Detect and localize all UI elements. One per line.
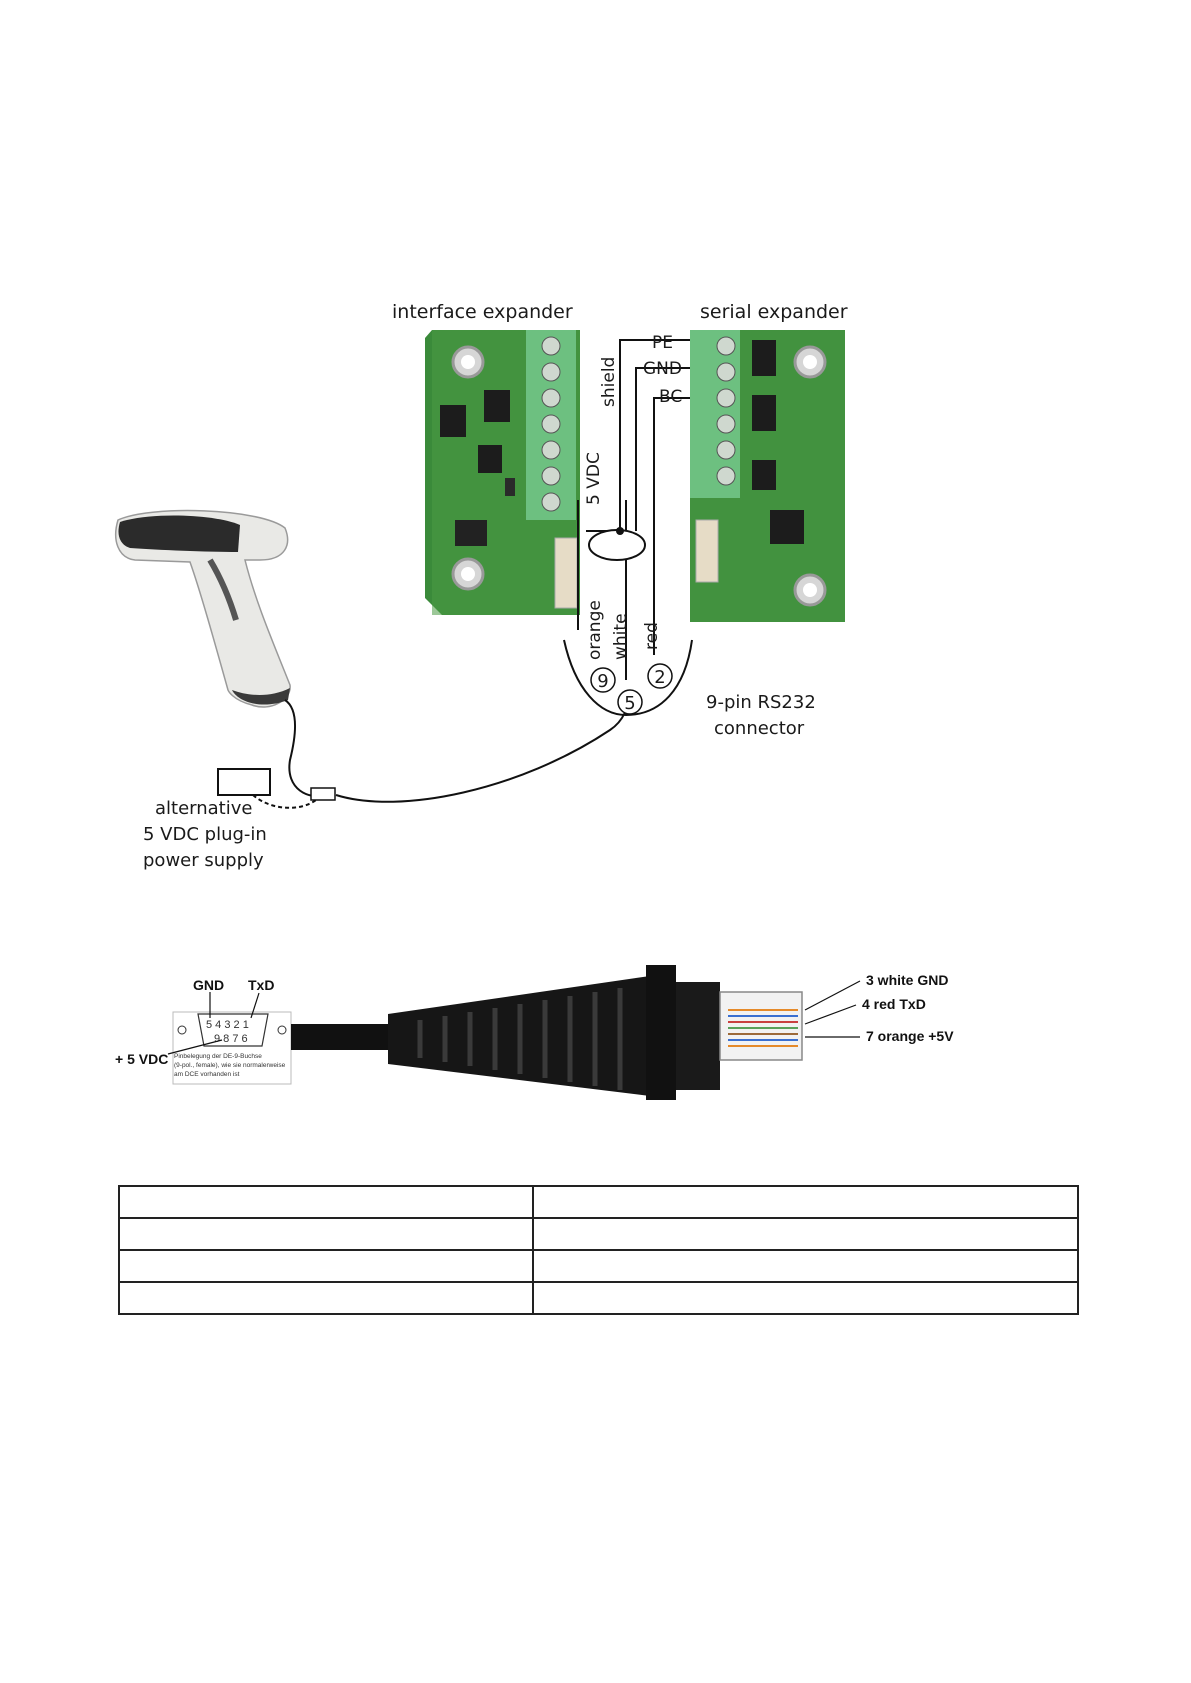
power-supply-label-line2: 5 VDC plug-in (143, 824, 267, 845)
shield-junction (616, 527, 624, 535)
table-cell (532, 1185, 1079, 1219)
de9-label-arrows (167, 992, 260, 1055)
cable-splitter (310, 787, 336, 801)
terminal-label-pe: PE (652, 333, 673, 353)
de9-pin-row-bottom: 9 8 7 6 (214, 1033, 248, 1045)
de9-connector-card: 5 4 3 2 1 9 8 7 6 Pinbelegung der DE-9-B… (172, 1011, 292, 1085)
gnd-label: GND (193, 977, 224, 993)
terminal-label-bc: BC (659, 387, 682, 407)
rj45-label-3: 3 white GND (866, 972, 948, 988)
table-row (118, 1249, 1079, 1283)
pin-circle (617, 689, 643, 715)
terminal-label-gnd: GND (643, 359, 682, 379)
vdc-label: 5 VDC (584, 452, 604, 505)
de9-caption-line3: am DCE vorhanden ist (174, 1071, 240, 1078)
interface-expander-board (425, 330, 580, 615)
serial-expander-label: serial expander (700, 301, 848, 323)
rj45-pointer-lines (804, 980, 861, 1038)
plus-5vdc-label: + 5 VDC (115, 1051, 168, 1067)
rj45-cable (291, 965, 803, 1100)
pin-circle (590, 667, 616, 693)
rj45-label-7: 7 orange +5V (866, 1028, 954, 1044)
wire-label-red: red (642, 622, 662, 650)
de9-caption-line2: (9-pol., female), wie sie normalerweise (174, 1062, 286, 1069)
table-cell (118, 1249, 534, 1283)
wire-label-white: white (611, 613, 631, 660)
wiring-diagram: 9 5 2 interface expander serial expander… (114, 301, 848, 871)
power-supply-label-line1: alternative (155, 798, 252, 819)
connector-label-line2: connector (714, 718, 805, 739)
power-supply-box (217, 768, 271, 796)
rj45-label-4: 4 red TxD (862, 996, 926, 1012)
pin-number-9: 9 (597, 671, 608, 692)
connector-label-line1: 9-pin RS232 (706, 692, 816, 713)
pin-circle (647, 663, 673, 689)
pin-table (118, 1185, 1079, 1315)
pin-number-5: 5 (624, 693, 635, 714)
barcode-scanner (114, 509, 291, 708)
interface-expander-label: interface expander (392, 301, 573, 323)
table-cell (532, 1281, 1079, 1315)
power-supply-label-line3: power supply (143, 850, 264, 871)
table-cell (118, 1281, 534, 1315)
txd-label: TxD (248, 977, 274, 993)
de9-pin-row-top: 5 4 3 2 1 (206, 1019, 249, 1031)
de9-caption-line1: Pinbelegung der DE-9-Buchse (174, 1053, 262, 1060)
table-row (118, 1281, 1079, 1315)
table-cell (118, 1217, 534, 1251)
wire-label-orange: orange (585, 600, 605, 660)
table-cell (118, 1185, 534, 1219)
cable-diagram: 5 4 3 2 1 9 8 7 6 Pinbelegung der DE-9-B… (115, 965, 954, 1100)
shield-label: shield (599, 357, 619, 407)
serial-expander-board (690, 330, 845, 622)
table-cell (532, 1249, 1079, 1283)
table-row (118, 1185, 1079, 1219)
pin-number-2: 2 (654, 667, 665, 688)
table-row (118, 1217, 1079, 1251)
table-cell (532, 1217, 1079, 1251)
